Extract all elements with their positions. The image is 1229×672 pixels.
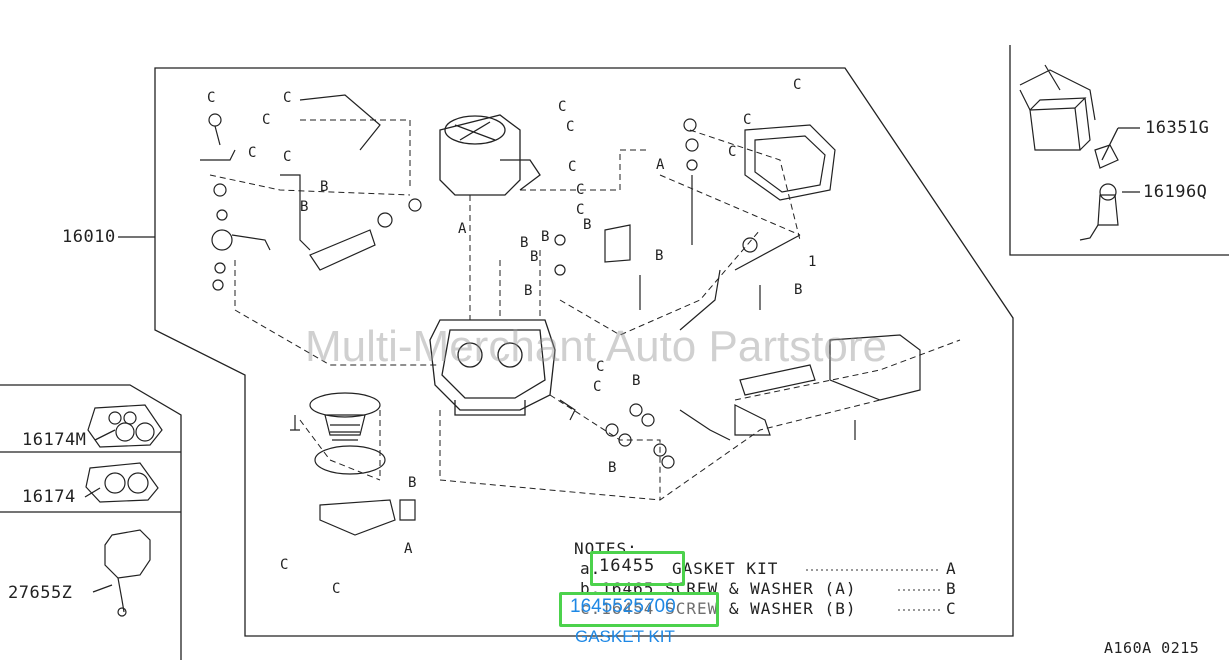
ref-letter-b: B	[520, 235, 529, 251]
part-label-27655z[interactable]: 27655Z	[8, 583, 73, 603]
gasket-16174m-shape	[87, 404, 163, 448]
gasket-16174-shape	[85, 462, 159, 503]
ref-letter-c: C	[743, 112, 752, 128]
ref-letter-c: C	[593, 379, 602, 395]
ref-letter-b: B	[608, 460, 617, 476]
ref-letter-c: C	[207, 90, 216, 106]
inset-frame-right	[1009, 45, 1229, 256]
notes-line-a-text: GASKET KIT	[672, 559, 779, 578]
watermark: Multi-Merchant Auto Partstore	[305, 322, 888, 371]
notes-line-a-ref: A	[946, 559, 957, 578]
part-number-link[interactable]: 1645525700	[570, 596, 676, 617]
ref-letter-b: B	[541, 229, 550, 245]
part-name-link[interactable]: GASKET KIT	[575, 627, 675, 646]
part-label-16174m[interactable]: 16174M	[22, 430, 87, 450]
ref-letter-c: C	[576, 182, 585, 198]
ref-letter-c: C	[283, 90, 292, 106]
ref-letter-b: B	[408, 475, 417, 491]
ref-letter-c: C	[568, 159, 577, 175]
ref-letter-c: C	[793, 77, 802, 93]
ref-letter-b: B	[530, 249, 539, 265]
figure-code: A160A 0215	[1104, 639, 1200, 657]
ref-letter-b: B	[524, 283, 533, 299]
ref-letter-b: B	[300, 199, 309, 215]
ref-letter-c: C	[280, 557, 289, 573]
ref-letter-b: B	[632, 373, 641, 389]
ref-letter-a: A	[656, 157, 665, 173]
main-frame	[154, 67, 1014, 637]
ref-letter-a: A	[404, 541, 413, 557]
ref-letter-b: B	[794, 282, 803, 298]
part-label-16010[interactable]: 16010	[62, 227, 116, 247]
dashpot-27655z-shape	[104, 529, 151, 579]
notes-line-a-part[interactable]: 16455	[599, 556, 656, 576]
highlight-16455	[590, 551, 685, 586]
ref-letter-b: B	[655, 248, 664, 264]
ref-letter-c: C	[566, 119, 575, 135]
highlight-part-number	[559, 592, 719, 627]
ref-letter-one: 1	[808, 254, 817, 270]
notes-line-b-ref: B	[946, 579, 957, 598]
ref-letter-c: C	[262, 112, 271, 128]
ref-letter-c: C	[332, 581, 341, 597]
part-label-16351g[interactable]: 16351G	[1145, 118, 1210, 138]
left-column-frame	[0, 384, 182, 660]
ref-letter-c: C	[728, 144, 737, 160]
ref-letter-b: B	[583, 217, 592, 233]
notes-line-c-ref: C	[946, 599, 957, 618]
ref-letter-c: C	[576, 202, 585, 218]
ref-letter-a: A	[458, 221, 467, 237]
ref-letter-c: C	[283, 149, 292, 165]
ref-letter-b: B	[320, 179, 329, 195]
ref-letter-c: C	[596, 359, 605, 375]
ref-letter-c: C	[558, 99, 567, 115]
part-label-16174[interactable]: 16174	[22, 487, 76, 507]
ref-letter-c: C	[248, 145, 257, 161]
part-label-16196q[interactable]: 16196Q	[1143, 182, 1208, 202]
